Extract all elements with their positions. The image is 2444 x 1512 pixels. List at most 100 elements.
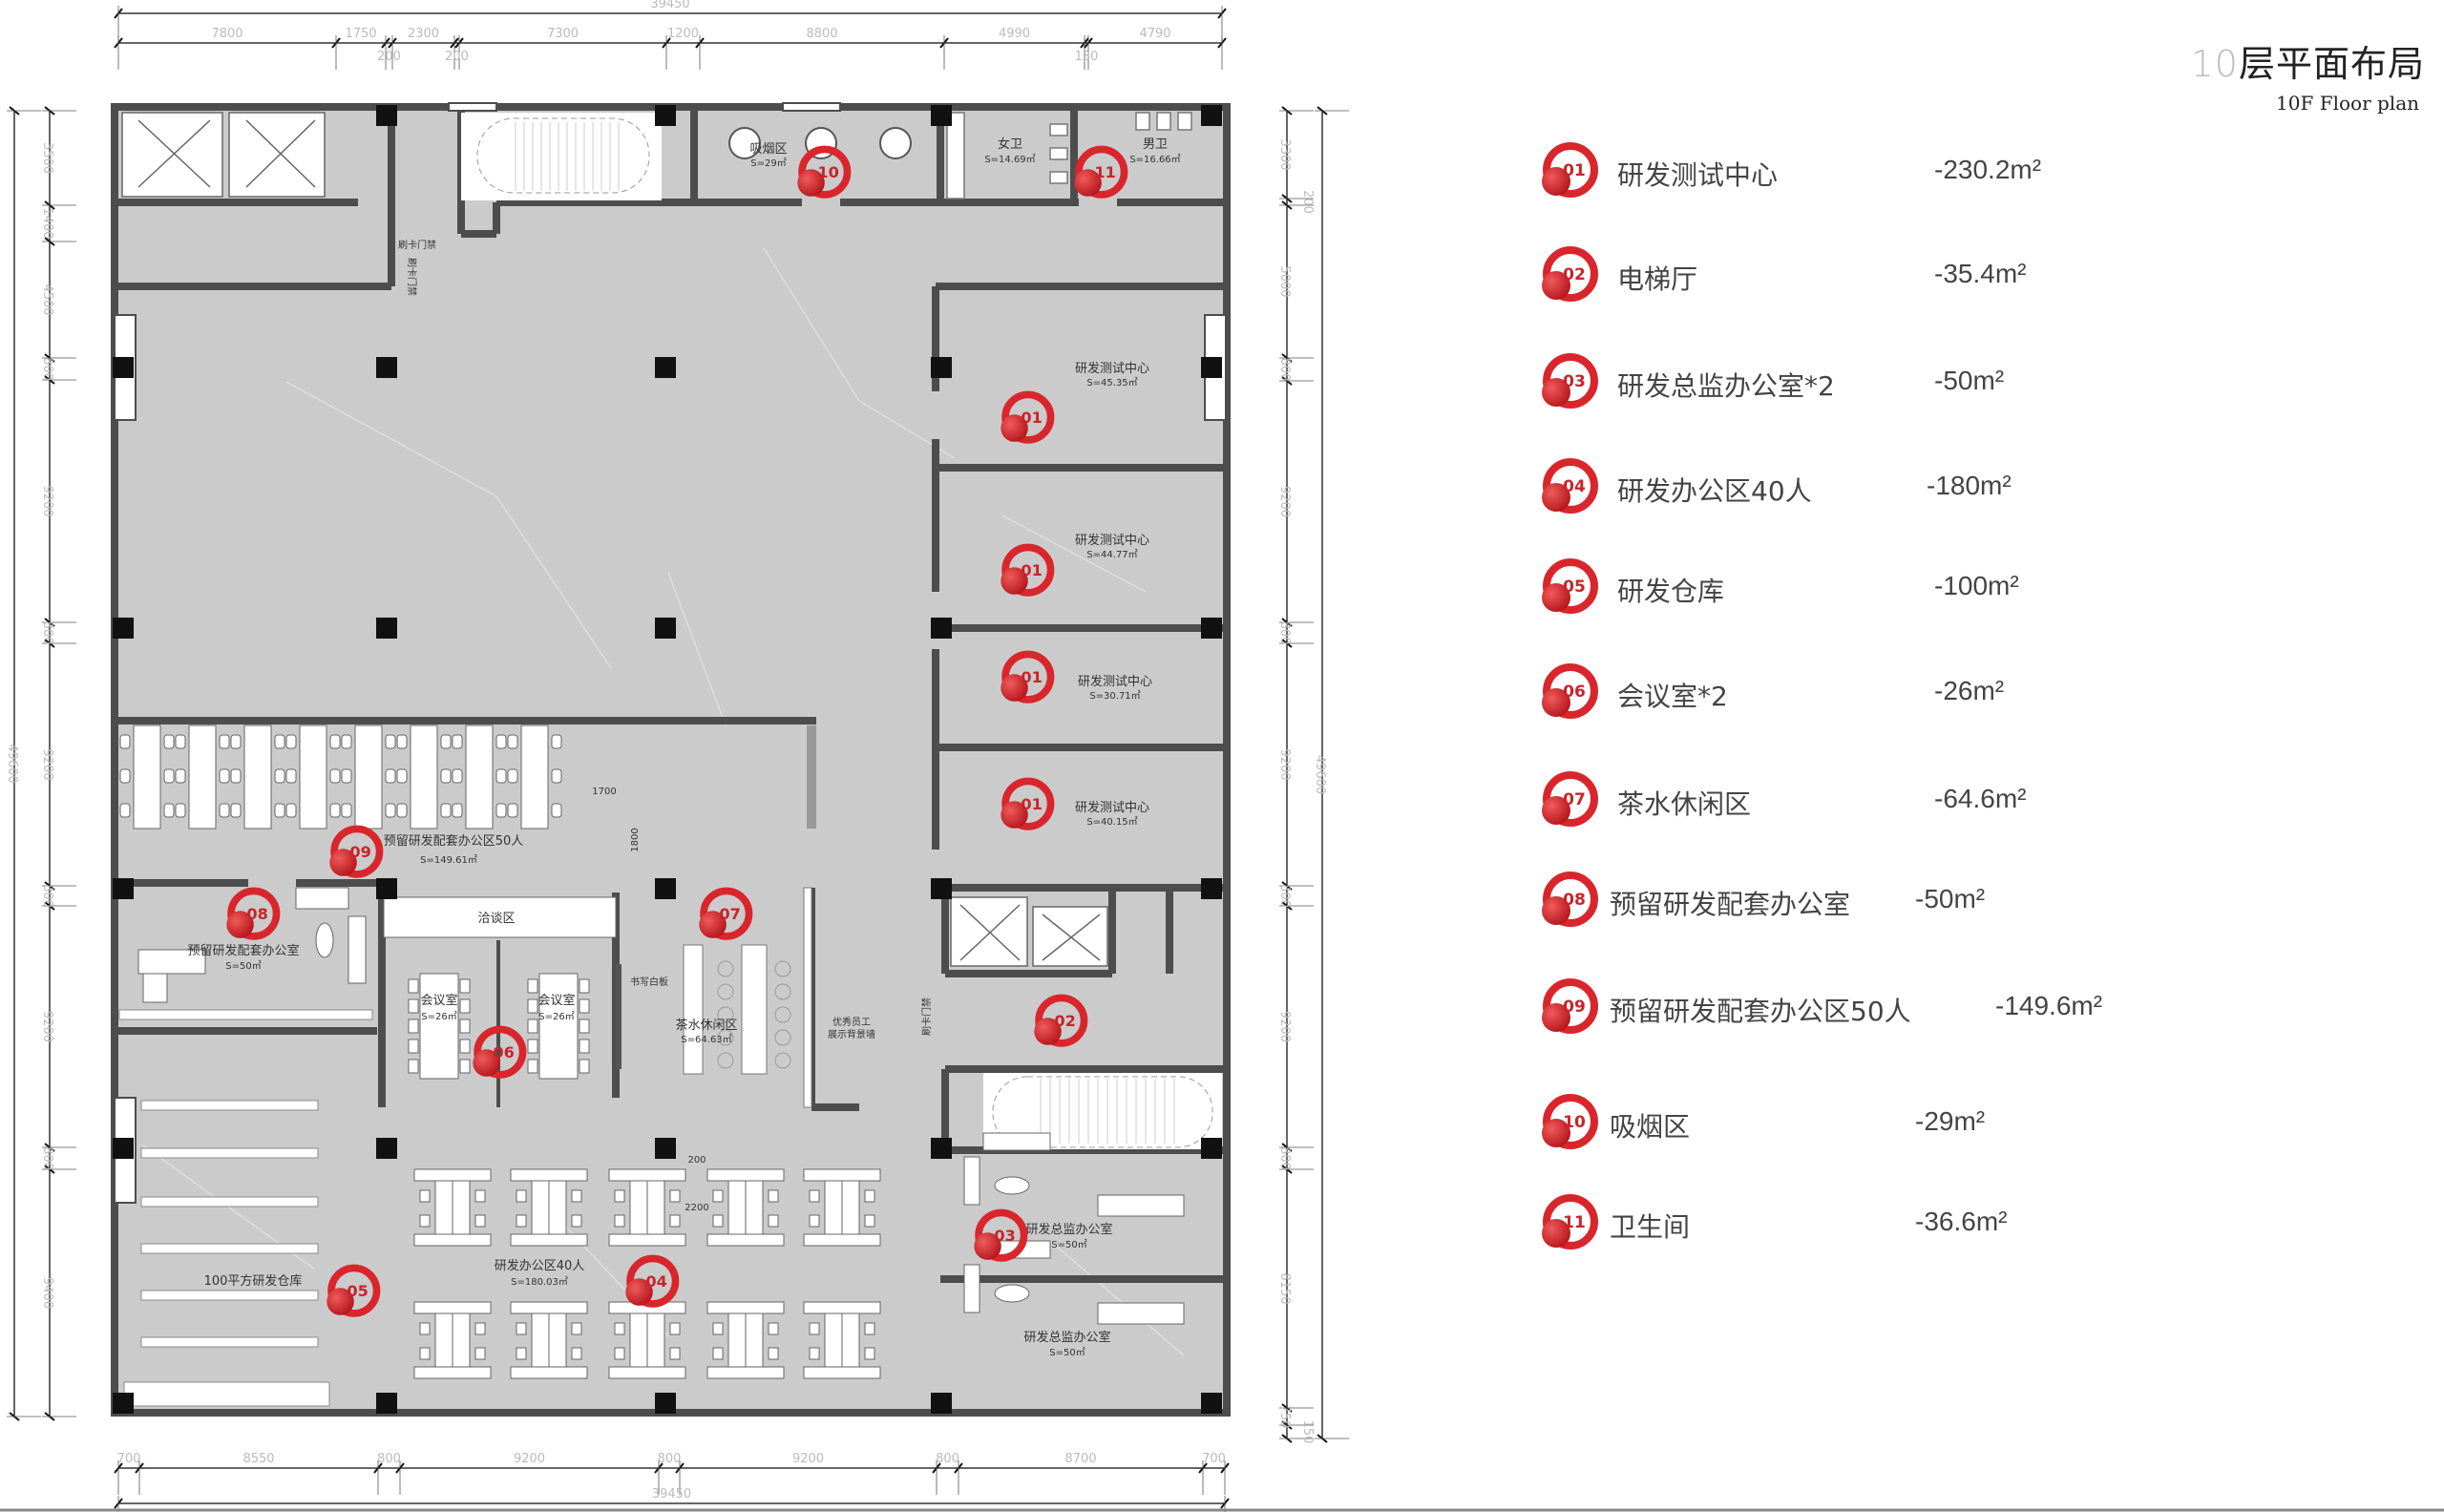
page-title: 10层平面布局 — [2191, 34, 2425, 87]
right-dim-label: 800 — [1277, 884, 1292, 908]
column — [931, 878, 952, 899]
bottom-dim-label: 700 — [117, 1452, 141, 1466]
workstation — [706, 1366, 785, 1379]
chair — [341, 768, 352, 784]
desk — [465, 724, 494, 830]
badge-ring — [1035, 994, 1088, 1047]
legend-badge: 06 — [1542, 663, 1598, 719]
warehouse-shelf — [140, 1290, 319, 1301]
chair — [285, 768, 297, 784]
plan-badge-02: 02 — [1034, 994, 1088, 1047]
chair — [419, 1322, 431, 1335]
badge-number: 03 — [994, 1227, 1015, 1245]
room-label-meeting-2: 会议室 — [537, 993, 575, 1008]
chair — [285, 734, 297, 749]
badge-number: 04 — [645, 1272, 666, 1291]
left-dim-label: 4500 — [40, 284, 54, 315]
plan-badge-03: 03 — [974, 1208, 1028, 1262]
workstation — [413, 1168, 492, 1182]
column — [1201, 618, 1222, 639]
chair — [712, 1189, 724, 1203]
chair — [452, 803, 463, 818]
chair — [459, 998, 471, 1014]
desk — [299, 724, 327, 830]
chair — [579, 1018, 590, 1034]
column — [113, 357, 134, 378]
chair — [419, 1214, 431, 1228]
plan-badge-07: 07 — [699, 887, 753, 940]
coffee-table — [994, 1176, 1030, 1195]
room-label-director-1: 研发总监办公室 — [1025, 1222, 1112, 1237]
title-floor-number: 10 — [2190, 43, 2239, 85]
desk — [133, 724, 161, 830]
chair — [712, 1322, 724, 1335]
left-dim-label: 800 — [40, 884, 54, 908]
right-dim-label: 200 — [1300, 190, 1315, 214]
plan-badge-06: 06 — [473, 1025, 527, 1079]
badge-ball — [1542, 1219, 1570, 1248]
column — [113, 1393, 134, 1414]
badge-ring — [1543, 353, 1598, 409]
chair — [495, 768, 507, 784]
legend-area-value: -26m² — [1934, 676, 2005, 705]
chair — [274, 734, 285, 749]
room-area-reserve-office: S=50㎡ — [225, 960, 261, 972]
badge-ring — [1001, 777, 1055, 830]
structural-columns — [113, 105, 1222, 1414]
workstation — [706, 1233, 785, 1247]
column — [1201, 105, 1222, 126]
badge-ball — [1542, 378, 1570, 407]
bottom-dim-label: 700 — [1202, 1452, 1226, 1466]
legend-label: 研发测试中心 — [1617, 159, 1779, 191]
legend-badge: 05 — [1542, 558, 1598, 614]
chair — [669, 1347, 681, 1360]
stool — [717, 1006, 734, 1023]
chair — [669, 1322, 681, 1335]
chair — [459, 1039, 471, 1054]
column — [931, 1393, 952, 1414]
badge-ring — [1001, 650, 1055, 704]
top-dim-label: 2300 — [408, 27, 439, 41]
column — [931, 1138, 952, 1159]
badge-number: 06 — [493, 1043, 514, 1061]
chair — [474, 1322, 486, 1335]
column — [931, 618, 952, 639]
badge-ball — [797, 169, 825, 197]
right-dim-label: 800 — [1277, 358, 1292, 382]
badge-ball — [1542, 271, 1570, 300]
chair — [163, 734, 175, 749]
room-label-meeting-1: 会议室 — [420, 993, 457, 1008]
room-label-test-1: 研发测试中心 — [1075, 361, 1149, 376]
legend-area-value: -64.6m² — [1934, 784, 2027, 813]
right-dim-label: 5000 — [1277, 265, 1292, 297]
badge-number: 05 — [1563, 578, 1586, 597]
chair — [809, 1322, 820, 1335]
access-control-label-top-vertical: 刷卡门禁 — [406, 258, 418, 296]
left-dim-label: 9200 — [40, 748, 54, 780]
badge-ball — [329, 849, 357, 876]
desk — [410, 724, 438, 830]
warehouse-shelf — [140, 1243, 319, 1254]
left-dim-label: 9200 — [40, 1011, 54, 1042]
chair — [768, 1214, 779, 1228]
badge-ring — [975, 1208, 1028, 1262]
top-total-dim-label: 39450 — [650, 0, 689, 11]
column — [655, 1138, 676, 1159]
badge-ball — [1542, 1119, 1570, 1147]
chair — [516, 1214, 527, 1228]
warehouse-shelf — [140, 1336, 319, 1348]
left-dim-label: 1400 — [40, 207, 54, 239]
bottom-dim-label: 800 — [936, 1452, 959, 1466]
room-label-test-4: 研发测试中心 — [1075, 800, 1149, 815]
chair — [385, 803, 396, 818]
plan-badge-10: 10 — [797, 145, 852, 199]
chair — [669, 1214, 681, 1228]
workstation — [608, 1366, 686, 1379]
room-area-director-2: S=50㎡ — [1049, 1347, 1085, 1358]
top-dim-label: 4990 — [999, 27, 1030, 41]
badge-ring — [626, 1254, 680, 1308]
column — [655, 618, 676, 639]
room-label-warehouse: 100平方研发仓库 — [204, 1273, 303, 1289]
wc-fixtures — [946, 112, 1192, 200]
